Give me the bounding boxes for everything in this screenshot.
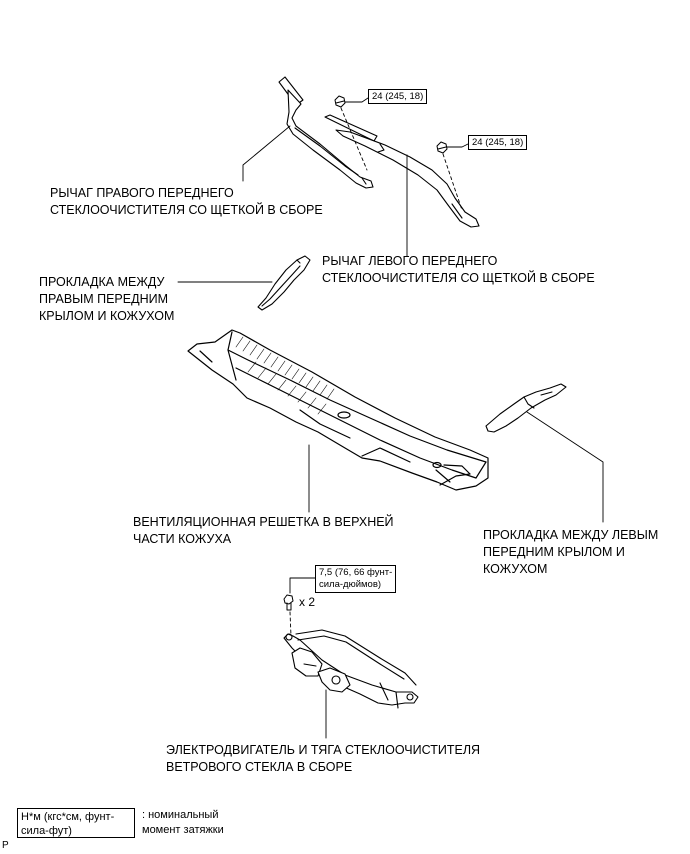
left-nut-torque-box: 24 (245, 18) [468,135,528,150]
legend-units-line-2: сила-фут) [21,825,72,837]
left-seal-label-line-2: ПЕРЕДНИМ КРЫЛОМ И [483,545,625,559]
right-nut-torque-box: 24 (245, 18) [368,89,428,104]
cowl-louver-drawing [187,329,489,491]
cowl-louver-label: ВЕНТИЛЯЦИОННАЯ РЕШЕТКА В ВЕРХНЕЙ ЧАСТИ К… [133,514,394,548]
motor-link-label-line-1: ЭЛЕКТРОДВИГАТЕЛЬ И ТЯГА СТЕКЛООЧИСТИТЕЛЯ [166,743,481,757]
left-wiper-arm-label-line-2: СТЕКЛООЧИСТИТЕЛЯ СО ЩЕТКОЙ В СБОРЕ [322,271,595,285]
torque-units-legend-box: Н*м (кгс*см, фунт- сила-фут) [17,808,135,838]
cowl-louver-label-line-1: ВЕНТИЛЯЦИОННАЯ РЕШЕТКА В ВЕРХНЕЙ [133,515,394,529]
left-nut-drawing [436,141,448,154]
bolt-quantity: x 2 [299,595,316,609]
motor-link-label-line-2: ВЕТРОВОГО СТЕКЛА В СБОРЕ [166,760,353,774]
legend-meaning-line-2: момент затяжки [142,824,224,836]
left-wiper-arm-label-line-1: РЫЧАГ ЛЕВОГО ПЕРЕДНЕГО [322,254,498,268]
left-seal-label-line-1: ПРОКЛАДКА МЕЖДУ ЛЕВЫМ [483,528,659,542]
motor-bolt-torque-line-1: 7,5 (76, 66 фунт- [319,567,393,578]
right-seal-label-line-1: ПРОКЛАДКА МЕЖДУ [39,275,165,289]
torque-legend-meaning: : номинальный момент затяжки [142,808,224,838]
left-nut-torque-value: 24 (245, 18) [472,137,524,148]
right-seal-label: ПРОКЛАДКА МЕЖДУ ПРАВЫМ ПЕРЕДНИМ КРЫЛОМ И… [39,274,174,325]
legend-units-line-1: Н*м (кгс*см, фунт- [21,811,115,823]
motor-bolt-torque-line-2: сила-дюймов) [319,579,382,590]
right-wiper-arm-drawing [278,76,374,189]
motor-bolt-drawing [283,594,294,611]
motor-bolt-torque-box: 7,5 (76, 66 фунт- сила-дюймов) [315,565,397,593]
right-nut-drawing [334,95,346,108]
wiper-motor-link-drawing [283,629,419,709]
cowl-louver-label-line-2: ЧАСТИ КОЖУХА [133,532,232,546]
right-nut-torque-value: 24 (245, 18) [372,91,424,102]
right-seal-drawing [257,255,311,311]
corner-mark: P [2,840,9,851]
left-wiper-arm-drawing [324,114,480,228]
right-wiper-arm-label-line-2: СТЕКЛООЧИСТИТЕЛЯ СО ЩЕТКОЙ В СБОРЕ [50,203,323,217]
left-seal-label-line-3: КОЖУХОМ [483,562,548,576]
left-seal-label: ПРОКЛАДКА МЕЖДУ ЛЕВЫМ ПЕРЕДНИМ КРЫЛОМ И … [483,527,658,578]
left-wiper-arm-label: РЫЧАГ ЛЕВОГО ПЕРЕДНЕГО СТЕКЛООЧИСТИТЕЛЯ … [322,253,595,287]
right-seal-label-line-3: КРЫЛОМ И КОЖУХОМ [39,309,175,323]
louver-vents [235,336,335,415]
right-wiper-arm-label: РЫЧАГ ПРАВОГО ПЕРЕДНЕГО СТЕКЛООЧИСТИТЕЛЯ… [50,185,323,219]
left-seal-drawing [485,383,567,433]
right-wiper-arm-label-line-1: РЫЧАГ ПРАВОГО ПЕРЕДНЕГО [50,186,234,200]
motor-link-label: ЭЛЕКТРОДВИГАТЕЛЬ И ТЯГА СТЕКЛООЧИСТИТЕЛЯ… [166,742,480,776]
right-seal-label-line-2: ПРАВЫМ ПЕРЕДНИМ [39,292,168,306]
legend-meaning-line-1: : номинальный [142,809,219,821]
